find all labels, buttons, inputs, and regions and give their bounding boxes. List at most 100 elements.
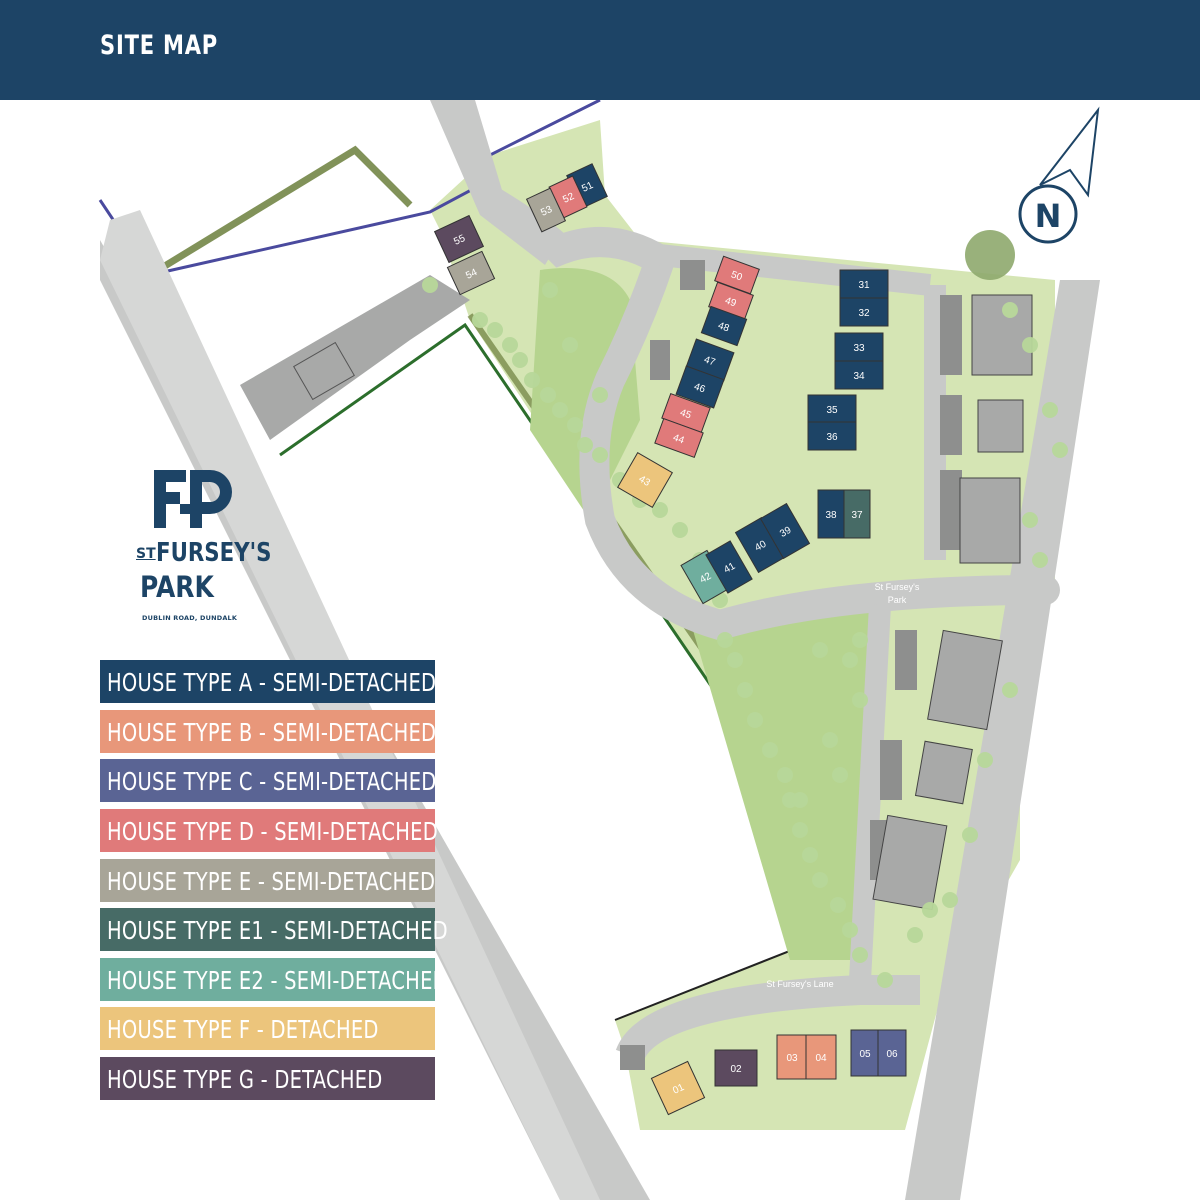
house-number: 34 [853,371,865,382]
road-label-park-1: St Fursey's [875,582,920,592]
house-plot-41: 41 [705,540,753,594]
house-plot-53: 53 [525,187,567,233]
logo-name-line2: PARK [140,570,214,604]
legend-label: HOUSE TYPE E2 - SEMI-DETACHED [107,966,448,995]
house-footprint [776,1034,808,1080]
tree [672,522,688,538]
house-number: 46 [692,381,707,395]
house-footprint [525,187,567,233]
legend-label: HOUSE TYPE D - SEMI-DETACHED [107,817,438,846]
house-number: 31 [858,280,870,291]
tree [822,732,838,748]
legend-label: HOUSE TYPE C - SEMI-DETACHED [107,767,437,796]
logo-monogram-icon [154,470,232,528]
house-footprint [705,540,753,594]
tree [762,742,778,758]
house-footprint [654,417,704,459]
legend-item-type-b: HOUSE TYPE B - SEMI-DETACHED [100,710,436,753]
house-number: 48 [716,320,731,334]
tree [487,322,503,338]
house-number: 39 [778,525,794,540]
house-plot-38: 38 [817,489,845,539]
house-plot-46: 46 [675,365,725,409]
house-number: 33 [853,343,865,354]
house-footprint [807,421,857,451]
logo-address: DUBLIN ROAD, DUNDALK [142,614,238,622]
house-number: 03 [786,1053,798,1064]
tree [717,632,733,648]
house-plot-43: 43 [616,451,674,509]
compass-label: N [1035,197,1062,235]
house-plot-39: 39 [759,502,811,560]
legend-label: HOUSE TYPE E - SEMI-DETACHED [107,867,436,896]
house-number: 37 [851,510,863,521]
house-footprint [839,269,889,299]
tree [962,827,978,843]
tree [552,402,568,418]
house-plot-40: 40 [734,516,786,574]
house-footprint [834,360,884,390]
tree [1022,337,1038,353]
tree [512,352,528,368]
house-plot-37: 37 [843,489,871,539]
house-number: 41 [722,561,738,576]
tree [422,277,438,293]
tree [1002,682,1018,698]
legend-label: HOUSE TYPE G - DETACHED [107,1065,383,1094]
house-plot-05: 05 [850,1029,880,1077]
tree [567,417,583,433]
house-footprint [616,451,674,509]
tree [727,652,743,668]
estate-road-main [475,185,1060,641]
legend-item-type-f: HOUSE TYPE F - DETACHED [100,1007,435,1050]
tree [832,767,848,783]
house-number: 05 [859,1049,871,1060]
tree [577,437,593,453]
legend-label: HOUSE TYPE E1 - SEMI-DETACHED [107,916,448,945]
house-plot-55: 55 [433,214,485,264]
house-number: 55 [452,233,467,248]
house-number: 50 [729,269,744,283]
tree [852,947,868,963]
legend-item-type-e2: HOUSE TYPE E2 - SEMI-DETACHED [100,958,448,1001]
boundary-hedge [148,145,413,278]
house-plot-06: 06 [877,1029,907,1077]
house-number: 51 [580,180,595,195]
header-bar: SITE MAP [0,0,1200,100]
tree [1002,302,1018,318]
tree [1042,402,1058,418]
tree [562,337,578,353]
house-plot-44: 44 [654,417,704,459]
house-footprint [805,1034,837,1080]
house-footprint [433,214,485,264]
legend-item-type-d: HOUSE TYPE D - SEMI-DETACHED [100,809,438,852]
compass: N [1018,106,1100,244]
house-number: 53 [539,204,554,219]
legend-item-type-e: HOUSE TYPE E - SEMI-DETACHED [100,859,435,902]
house-plot-35: 35 [807,394,857,424]
tree [592,447,608,463]
house-footprint [877,1029,907,1077]
tree [592,387,608,403]
house-number: 36 [826,432,838,443]
house-plot-32: 32 [839,297,889,327]
left-access-road [240,275,470,440]
tree [792,792,808,808]
house-plot-04: 04 [805,1034,837,1080]
st-furseys-lane-road [615,975,920,1062]
house-plot-48: 48 [700,305,748,347]
house-footprint [834,332,884,362]
road-label-lane: St Fursey's Lane [766,979,833,989]
tree [812,872,828,888]
tree [842,922,858,938]
north-arrow-icon [1039,106,1100,198]
house-number: 45 [678,407,693,421]
logo-name-line1: FURSEY'S [156,538,272,568]
legend-item-type-c: HOUSE TYPE C - SEMI-DETACHED [100,759,437,802]
house-footprint [759,502,811,560]
tree [842,652,858,668]
tree [792,822,808,838]
house-number: 02 [730,1064,742,1075]
tree [907,927,923,943]
